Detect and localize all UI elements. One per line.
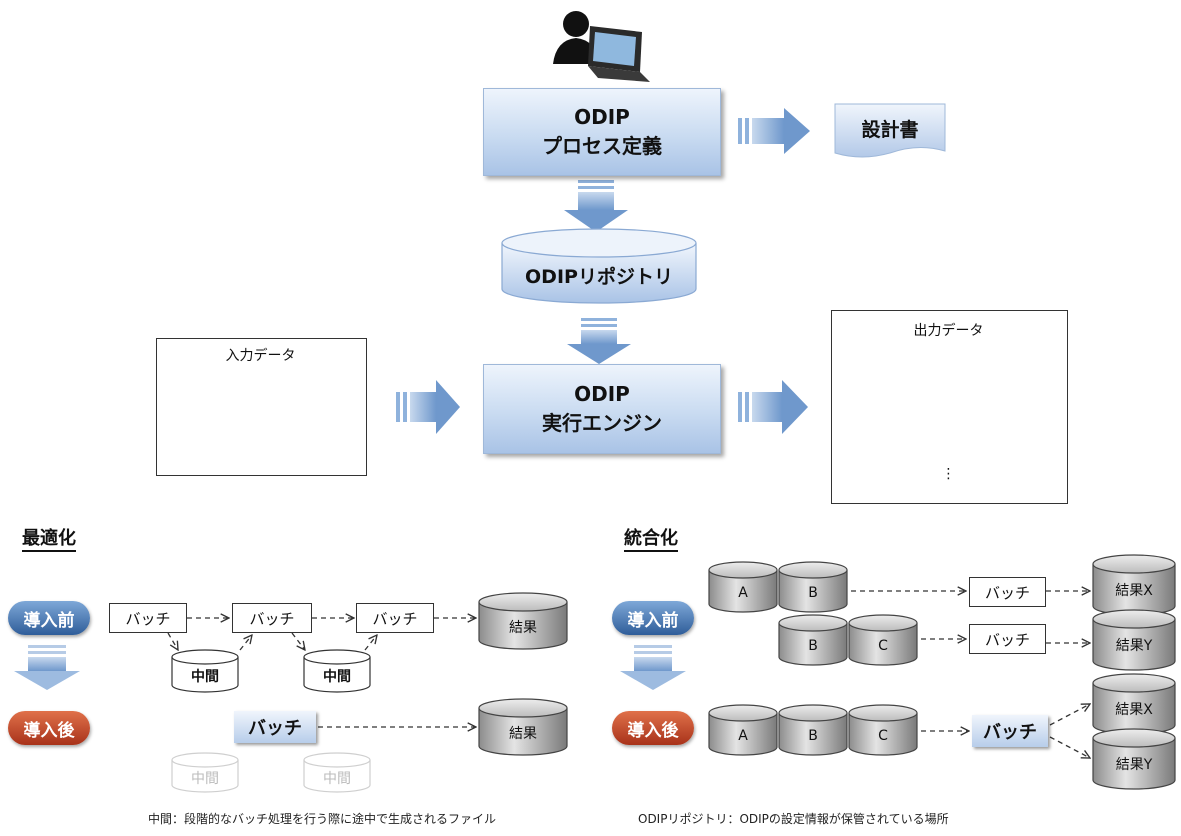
result-y-after: 結果Y bbox=[1115, 757, 1153, 773]
integration-batch-x: バッチ bbox=[969, 577, 1046, 607]
integration-after-pill: 導入後 bbox=[612, 711, 694, 745]
faded-intermediate-cylinders bbox=[171, 752, 371, 793]
user-laptop-icon bbox=[553, 11, 650, 82]
process-definition-line1: ODIP bbox=[574, 105, 630, 129]
arrow-to-repository bbox=[564, 180, 628, 232]
intermediate-label-1: 中間 bbox=[191, 669, 219, 685]
design-document-label: 設計書 bbox=[861, 119, 919, 141]
intermediate-cylinders bbox=[171, 649, 371, 693]
integration-before-pill: 導入前 bbox=[612, 601, 694, 635]
integration-result-cylinders bbox=[1092, 554, 1176, 790]
output-data-frame bbox=[831, 310, 1068, 504]
batch-box-1: バッチ bbox=[109, 603, 187, 633]
document-icon bbox=[834, 103, 946, 158]
intermediate-footnote: 中間：段階的なバッチ処理を行う際に途中で生成されるファイル bbox=[148, 812, 497, 826]
integration-batch-y: バッチ bbox=[969, 624, 1046, 654]
source-a-2: A bbox=[738, 728, 748, 744]
repository-label: ODIPリポジトリ bbox=[525, 266, 673, 288]
faded-intermediate-label-2: 中間 bbox=[323, 771, 351, 787]
arrow-input-to-engine bbox=[396, 380, 460, 434]
optimization-title: 最適化 bbox=[22, 524, 76, 552]
batch-box-2: バッチ bbox=[232, 603, 312, 633]
execution-engine-line1: ODIP bbox=[574, 382, 630, 406]
design-document: 設計書 bbox=[834, 103, 946, 159]
faded-intermediate-label-1: 中間 bbox=[191, 771, 219, 787]
optimization-result-label-after: 結果 bbox=[509, 726, 537, 742]
batch-box-3: バッチ bbox=[356, 603, 434, 633]
optimization-after-pill: 導入後 bbox=[8, 711, 90, 745]
source-b-2: B bbox=[808, 638, 818, 654]
integrated-batch-box: バッチ bbox=[972, 715, 1048, 747]
arrow-engine-to-output bbox=[738, 380, 808, 434]
integration-source-cylinders bbox=[708, 561, 918, 756]
input-data-caption: 入力データ bbox=[225, 348, 296, 364]
optimization-transition-arrow bbox=[14, 645, 80, 690]
integration-flow-arrows bbox=[851, 591, 1090, 758]
intermediate-label-2: 中間 bbox=[323, 669, 351, 685]
optimization-result-label-before: 結果 bbox=[509, 620, 537, 636]
result-x-after: 結果X bbox=[1115, 702, 1153, 718]
optimization-before-pill: 導入前 bbox=[8, 601, 90, 635]
process-definition-line2: プロセス定義 bbox=[542, 134, 662, 158]
result-y-before: 結果Y bbox=[1115, 638, 1153, 654]
execution-engine-box: ODIP 実行エンジン bbox=[483, 364, 721, 454]
optimized-batch-box: バッチ bbox=[234, 711, 316, 743]
source-b-3: B bbox=[808, 728, 818, 744]
source-c-1: C bbox=[878, 638, 888, 654]
process-definition-box: ODIP プロセス定義 bbox=[483, 88, 721, 176]
optimization-before-flow bbox=[167, 618, 476, 650]
result-x-before: 結果X bbox=[1115, 583, 1153, 599]
output-data-more: ⋮ bbox=[941, 466, 956, 482]
arrow-to-design-doc bbox=[738, 108, 810, 154]
integration-title: 統合化 bbox=[624, 524, 678, 552]
source-c-2: C bbox=[878, 728, 888, 744]
repository-footnote: ODIPリポジトリ：ODIPの設定情報が保管されている場所 bbox=[638, 812, 949, 826]
input-data-frame bbox=[156, 338, 367, 476]
source-b-1: B bbox=[808, 585, 818, 601]
execution-engine-line2: 実行エンジン bbox=[542, 411, 662, 435]
optimization-result-cylinders bbox=[478, 592, 568, 756]
output-data-caption: 出力データ bbox=[913, 323, 984, 339]
arrow-to-engine bbox=[567, 318, 631, 364]
repository-cylinder bbox=[501, 228, 697, 304]
integration-transition-arrow bbox=[620, 645, 686, 690]
source-a-1: A bbox=[738, 585, 748, 601]
